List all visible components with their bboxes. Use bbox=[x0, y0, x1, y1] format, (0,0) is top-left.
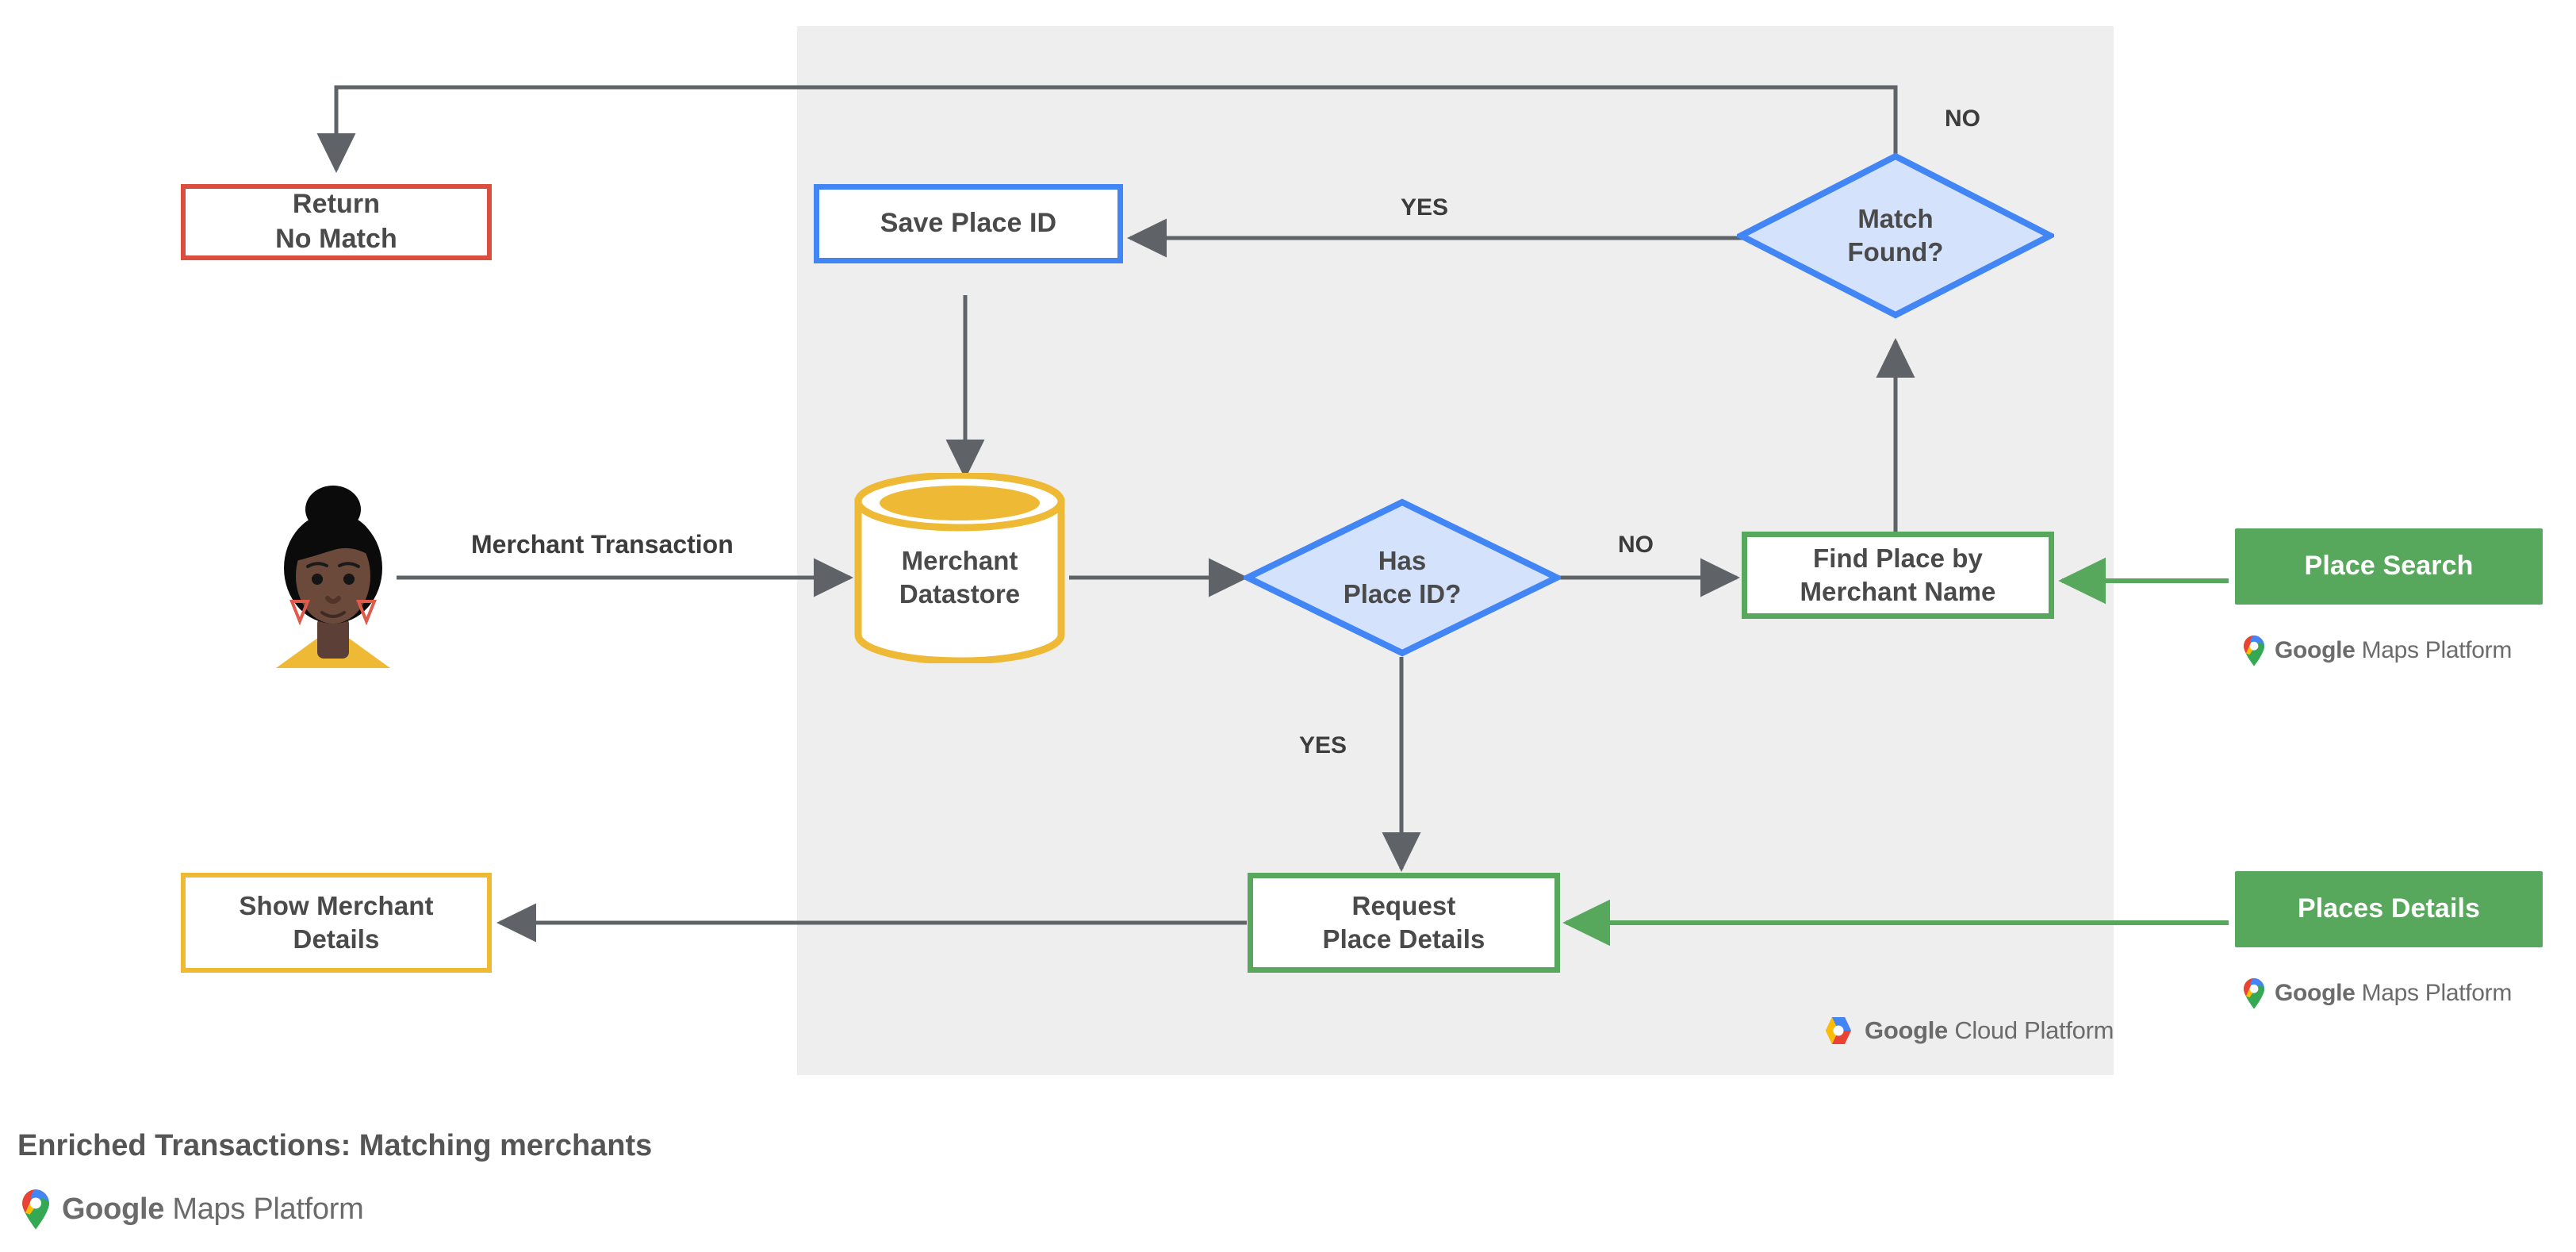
edge-match-found-no bbox=[316, 85, 1898, 174]
node-show-merchant-details[interactable]: Show Merchant Details bbox=[181, 873, 492, 973]
logo-label: Google Maps Platform bbox=[2275, 980, 2513, 1006]
node-return-no-match[interactable]: Return No Match bbox=[181, 184, 492, 260]
logo-label: Google Cloud Platform bbox=[1865, 1016, 2114, 1044]
google-cloud-platform-badge: Google Cloud Platform bbox=[1822, 1016, 2114, 1046]
logo-label: Google Maps Platform bbox=[2275, 637, 2513, 663]
google-cloud-platform-hexagon-icon bbox=[1826, 1017, 1851, 1044]
diamond-shape bbox=[1734, 152, 2057, 319]
places-details-maps-platform-logo: Google Maps Platform bbox=[2241, 977, 2512, 1009]
edge-label-has-place-id-yes: YES bbox=[1299, 732, 1347, 758]
google-maps-pin-icon bbox=[2244, 636, 2264, 666]
node-label: Find Place by Merchant Name bbox=[1800, 543, 1996, 606]
node-places-details[interactable]: Places Details bbox=[2235, 871, 2543, 947]
diamond-shape bbox=[1240, 498, 1565, 657]
logo-label: Google Maps Platform bbox=[62, 1192, 364, 1226]
person-avatar-icon bbox=[276, 486, 390, 668]
node-label: Merchant Datastore bbox=[899, 545, 1021, 609]
node-label: Place Search bbox=[2304, 551, 2474, 582]
edge-label-merchant-transaction: Merchant Transaction bbox=[471, 530, 734, 559]
node-has-place-id[interactable]: Has Place ID? bbox=[1240, 498, 1565, 657]
node-find-place-by-merchant-name[interactable]: Find Place by Merchant Name bbox=[1742, 532, 2054, 619]
node-label: Return No Match bbox=[275, 189, 397, 254]
google-maps-pin-icon bbox=[2244, 978, 2264, 1009]
node-label: Save Place ID bbox=[880, 208, 1057, 239]
google-maps-pin-icon bbox=[22, 1189, 49, 1230]
node-label: Places Details bbox=[2297, 893, 2481, 924]
node-place-search[interactable]: Place Search bbox=[2235, 528, 2543, 605]
merchant-customer-avatar bbox=[262, 468, 404, 674]
node-merchant-datastore[interactable]: Merchant Datastore bbox=[849, 471, 1071, 665]
node-label: Request Place Details bbox=[1322, 890, 1485, 954]
edge-label-has-place-id-no: NO bbox=[1618, 532, 1654, 558]
diagram-caption: Enriched Transactions: Matching merchant… bbox=[17, 1129, 653, 1162]
node-request-place-details[interactable]: Request Place Details bbox=[1248, 873, 1560, 973]
footer-google-maps-platform-logo: Google Maps Platform bbox=[19, 1189, 364, 1230]
node-save-place-id[interactable]: Save Place ID bbox=[814, 184, 1123, 263]
place-search-maps-platform-logo: Google Maps Platform bbox=[2241, 635, 2512, 666]
node-label: Show Merchant Details bbox=[239, 890, 434, 954]
node-match-found[interactable]: Match Found? bbox=[1734, 152, 2057, 319]
edge-label-match-found-yes: YES bbox=[1401, 194, 1449, 221]
edge-label-match-found-no: NO bbox=[1945, 106, 1980, 132]
cylinder-datastore-icon bbox=[854, 471, 1065, 665]
